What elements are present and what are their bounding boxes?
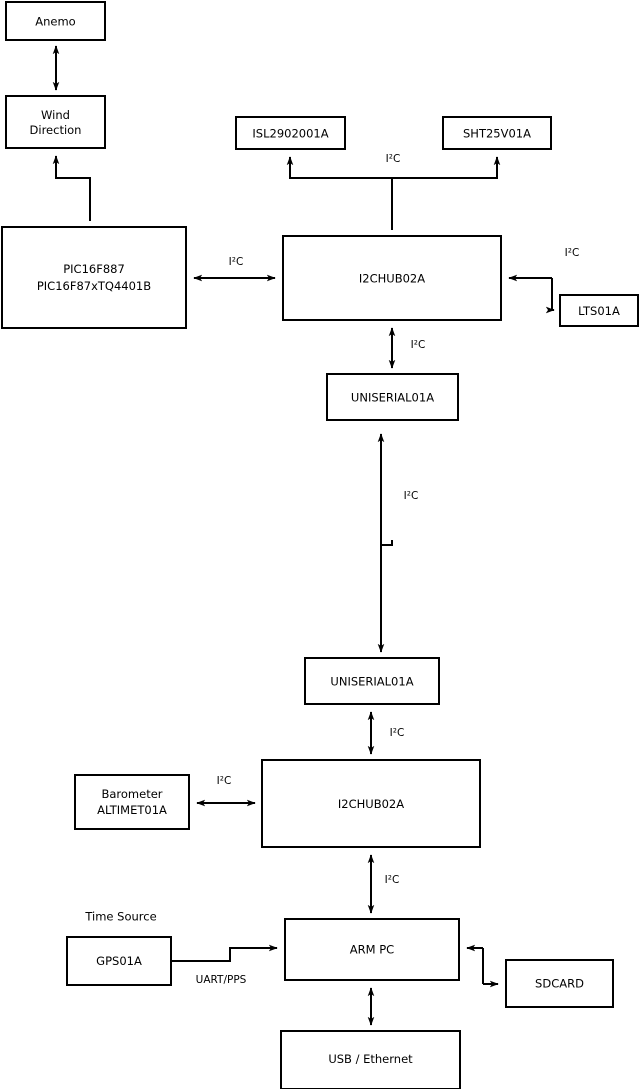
edge-wind-pic xyxy=(52,155,91,221)
node-label-arm-pc: ARM PC xyxy=(350,942,394,956)
node-label-i2chub02a-top: I2CHUB02A xyxy=(359,271,425,285)
label-time-source: Time Source xyxy=(84,910,156,924)
node-label-sdcard: SDCARD xyxy=(535,976,584,990)
node-isl2902001a[interactable]: ISL2902001A xyxy=(235,116,346,150)
free-labels-layer: Time Source xyxy=(84,910,156,924)
node-sht25v01a[interactable]: SHT25V01A xyxy=(442,116,552,150)
edge-labels-layer: I²C I²C I²C I²C I²C I²C I²C I²C UART/PPS xyxy=(196,153,580,986)
node-label-gps01a: GPS01A xyxy=(96,954,142,968)
edge-label-unib-hubb: I²C xyxy=(390,727,405,739)
node-label-lts01a: LTS01A xyxy=(578,304,620,318)
node-gps01a[interactable]: GPS01A xyxy=(66,936,172,986)
node-label-sht25v01a: SHT25V01A xyxy=(463,126,531,140)
node-i2chub02a-bottom[interactable]: I2CHUB02A xyxy=(261,759,481,848)
node-sdcard[interactable]: SDCARD xyxy=(505,959,614,1008)
node-uniserial01a-top[interactable]: UNISERIAL01A xyxy=(326,373,459,421)
node-i2chub02a-top[interactable]: I2CHUB02A xyxy=(282,235,502,321)
node-label-isl2902001a: ISL2902001A xyxy=(252,126,328,140)
node-uniserial01a-bottom[interactable]: UNISERIAL01A xyxy=(304,657,440,705)
edge-label-hub-uni: I²C xyxy=(411,339,426,351)
node-label-anemo: Anemo xyxy=(35,14,75,28)
edge-bus-sht xyxy=(392,156,501,179)
edge-label-gps-armpc: UART/PPS xyxy=(196,974,247,986)
node-label-uniserial01a-top: UNISERIAL01A xyxy=(351,390,434,404)
edges-layer xyxy=(52,45,555,1026)
edge-label-pic-hub: I²C xyxy=(229,256,244,268)
edge-label-hub-lts: I²C xyxy=(565,247,580,259)
node-usb-ethernet[interactable]: USB / Ethernet xyxy=(280,1030,461,1089)
edge-hub-bus xyxy=(286,156,393,230)
edge-label-hubb-armpc: I²C xyxy=(385,874,400,886)
node-anemo[interactable]: Anemo xyxy=(5,1,106,41)
edge-label-uni-uni: I²C xyxy=(404,490,419,502)
node-label-i2chub02a-bottom: I2CHUB02A xyxy=(338,797,404,811)
node-label-uniserial01a-bottom: UNISERIAL01A xyxy=(330,674,413,688)
node-label-usb-ethernet: USB / Ethernet xyxy=(328,1052,413,1066)
edge-gps-armpc xyxy=(171,944,278,962)
edge-uni-uni-step xyxy=(381,540,393,546)
edge-label-hub-isl-sht: I²C xyxy=(386,153,401,165)
node-arm-pc[interactable]: ARM PC xyxy=(284,918,460,981)
node-lts01a[interactable]: LTS01A xyxy=(559,294,639,327)
edge-label-barometer-hubb: I²C xyxy=(217,775,232,787)
